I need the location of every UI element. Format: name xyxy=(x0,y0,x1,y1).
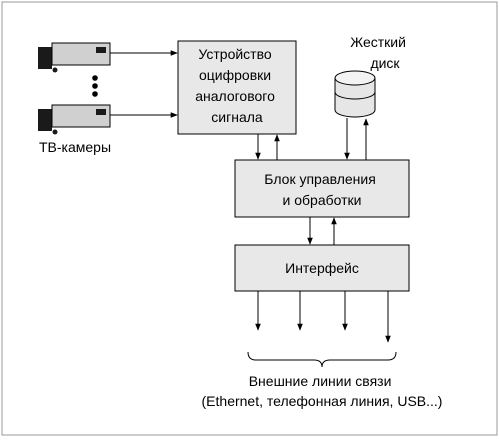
camera-top xyxy=(38,42,111,73)
camera-ellipsis-dots xyxy=(92,75,98,97)
cameras-label: ТВ-камеры xyxy=(39,139,111,155)
digitizer-box xyxy=(177,40,297,135)
interface-box xyxy=(234,244,410,292)
hard-disk-icon xyxy=(334,70,376,118)
external-lines-brace xyxy=(247,351,397,368)
external-lines-label: Внешние линии связи (Ethernet, телефонна… xyxy=(202,373,443,409)
digitizer-label: Устройство оцифровки аналогового сигнала xyxy=(195,46,279,125)
control-block-label: Блок управления и обработки xyxy=(264,171,379,208)
control-block-box xyxy=(234,159,410,218)
interface-label: Интерфейс xyxy=(285,260,359,276)
hdd-label: Жесткий диск xyxy=(350,34,410,71)
camera-bottom xyxy=(38,104,111,135)
